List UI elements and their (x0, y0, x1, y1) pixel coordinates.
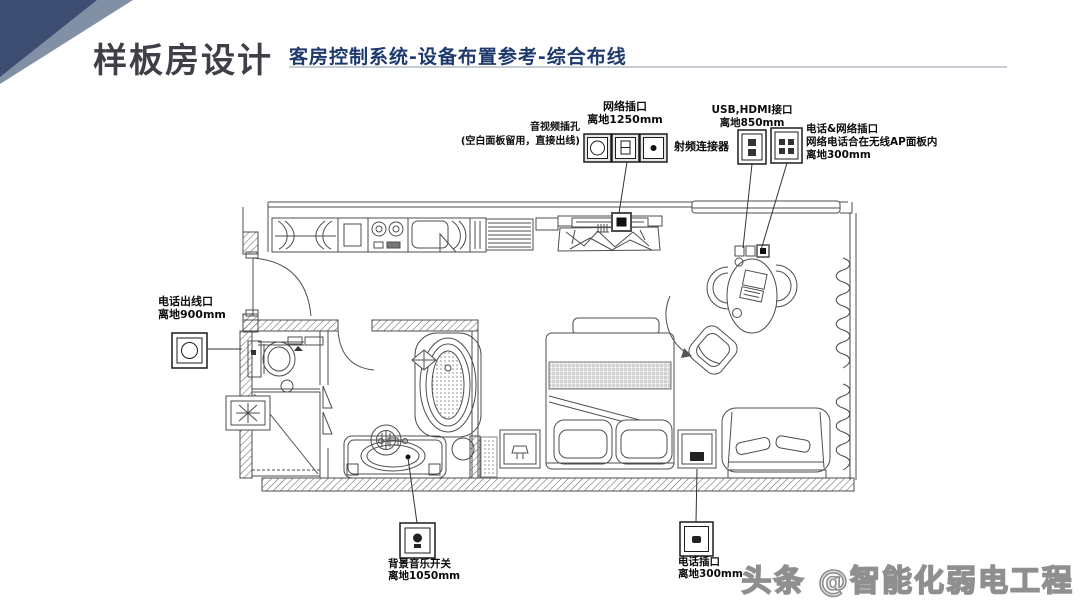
phone-outlet-icon (171, 332, 208, 369)
desk-phone (732, 308, 742, 318)
walls (239, 200, 857, 492)
callout-phone-socket-label: 电话插口 离地300mm (678, 556, 743, 580)
bath-mat (480, 436, 498, 478)
bed-foot-bench (572, 317, 660, 336)
laptop (739, 269, 768, 303)
toilet (247, 340, 296, 393)
wall-socket-icon (734, 245, 745, 257)
curtain (835, 257, 851, 471)
desk-area (665, 244, 798, 375)
sofa (721, 407, 831, 479)
cabinet (337, 217, 369, 253)
bed-runner (548, 361, 672, 390)
nightstand-left (499, 429, 541, 469)
leader-lines (207, 161, 788, 524)
phone-on-nightstand (690, 452, 704, 461)
callout-symbols (171, 127, 803, 559)
callout-usb-hdmi-label: USB,HDMI接口 离地850mm (711, 104, 793, 129)
chair-left (706, 266, 729, 310)
bifold-door-icon (322, 385, 333, 409)
louver-unit (485, 218, 534, 251)
av-socket-icon (583, 133, 612, 163)
left-wall (239, 330, 253, 404)
callout-rf-label: 射频连接器 (674, 140, 729, 153)
page-title: 样板房设计 (93, 41, 273, 81)
usb-hdmi-socket-icon (737, 129, 767, 165)
tv-console (557, 212, 663, 252)
network-socket-icon (611, 133, 640, 163)
towel-rail (258, 336, 324, 351)
rotation-arrow (665, 295, 689, 355)
bgm-switch-icon (399, 522, 436, 559)
wall-niche (225, 395, 271, 431)
watermark: 头条 @智能化弱电工程 (741, 563, 1074, 600)
nightstand-right (677, 429, 717, 469)
star-symbol (236, 403, 260, 423)
page-subtitle: 客房控制系统-设备布置参考-综合布线 (289, 46, 627, 68)
subtitle-underline (289, 66, 1007, 68)
kitchen-strip (271, 217, 559, 253)
bathroom-top-wall (242, 319, 339, 332)
bathtub (411, 332, 482, 438)
entry-door-swing-arc (252, 257, 312, 317)
callout-network-label: 网络插口 离地1250mm (587, 100, 663, 126)
vanity (343, 435, 447, 479)
corner-decoration (0, 0, 133, 84)
phone-socket-icon (679, 521, 714, 557)
lounge-chair (688, 325, 738, 375)
bottom-wall (261, 477, 855, 492)
window-ledge (691, 200, 841, 214)
phone-network-socket-icon (770, 127, 803, 164)
callout-phone-network-label: 电话&网络插口 网络电话合在无线AP面板内 离地300mm (806, 123, 938, 161)
rf-socket-icon (639, 133, 668, 163)
callout-phone-outlet-label: 电话出线口 离地900mm (158, 295, 226, 321)
bed (545, 317, 675, 470)
corner-triangle-dark (0, 0, 97, 77)
oval-desk (726, 258, 778, 334)
callout-bgm-switch-label: 背景音乐开关 离地1050mm (388, 558, 461, 582)
bathroom-door (322, 330, 375, 435)
stool (451, 437, 475, 461)
entry-door (245, 251, 312, 317)
callout-av-label: 音视频插孔 (空白面板留用，直接出线) (460, 122, 580, 147)
chair-right (775, 264, 798, 308)
